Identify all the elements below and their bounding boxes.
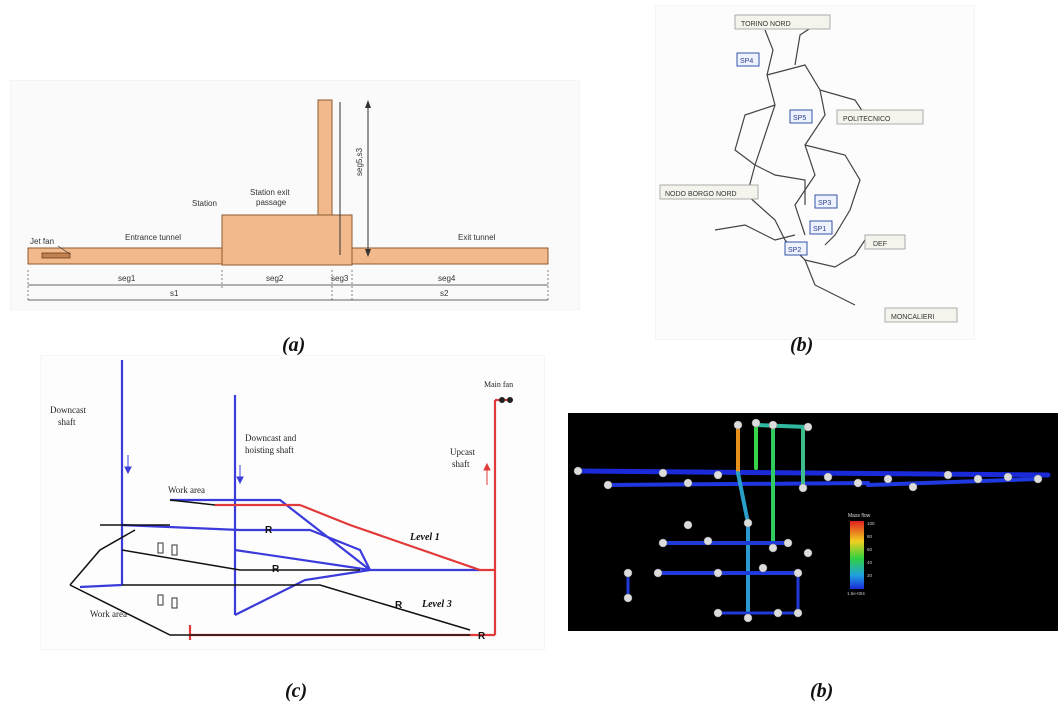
downcast-shaft-label-2: shaft [58,417,76,427]
regulator-r-1: R [265,525,273,536]
entrance-tunnel-label: Entrance tunnel [125,233,181,242]
seg5-label: seg5,s3 [355,147,364,176]
seg1-label: seg1 [118,274,136,283]
seg4-label: seg4 [438,274,456,283]
legend-tick-5: 1.5e-004 [847,591,865,596]
caption-b-bottom: (b) [810,680,834,702]
legend-tick-1: 80 [867,534,873,539]
legend-title: Mass flow [848,513,871,519]
panel-b-3d-flow-render: Mass flow 100 80 60 40 20 1.5e-004 [568,413,1058,631]
legend-tick-0: 100 [867,521,875,526]
downcast-hoisting-label-1: Downcast and [245,433,297,443]
caption-c: (c) [285,680,308,702]
station-box [221,214,353,266]
level-airways [69,499,471,636]
jet-fan [41,252,71,259]
seg2-label: seg2 [266,274,284,283]
downcast-hoisting-label-2: hoisting shaft [245,445,294,455]
s2-label: s2 [440,289,449,298]
exit-tunnel [351,247,549,265]
upcast-shaft-label-2: shaft [452,459,470,469]
jet-fan-label: Jet fan [30,237,54,246]
node-label-torino-nord: TORINO NORD [741,21,791,28]
entrance-tunnel [27,247,223,265]
main-fan-label: Main fan [484,380,513,389]
panel-b-network-map: TORINO NORD POLITECNICO NODO BORGO NORD … [655,5,975,340]
station-box-sp3: SP3 [818,200,831,207]
node-label-nodo-borgo: NODO BORGO NORD [665,191,737,198]
caption-b-top: (b) [790,334,814,356]
regulator-r-4: R [478,631,486,642]
legend-tick-2: 60 [867,547,873,552]
level-1-label: Level 1 [409,532,440,543]
regulator-r-3: R [395,600,403,611]
mass-flow-colorbar [850,521,864,589]
upcast-shaft-label-1: Upcast [450,447,475,457]
flow-nodes [573,418,1043,623]
node-label-def: DEF [873,241,887,248]
legend-tick-3: 40 [867,560,873,565]
caption-a: (a) [282,334,306,356]
node-label-moncalieri: MONCALIERI [891,314,935,321]
level-3-label: Level 3 [421,599,452,610]
panel-c-ventilation-network: Downcast shaft Downcast and hoisting sha… [40,355,545,650]
station-exit-label-line1: Station exit [250,188,290,197]
legend-tick-4: 20 [867,573,873,578]
downcast-shaft-label-1: Downcast [50,405,86,415]
station-box-sp1: SP1 [813,226,826,233]
panel-a-tunnel-diagram: Jet fan Entrance tunnel Station Station … [10,80,580,310]
station-label: Station [192,199,217,208]
work-area-top-label: Work area [168,485,205,495]
exit-tunnel-label: Exit tunnel [458,233,496,242]
station-exit-passage [317,99,333,219]
seg3-label: seg3 [331,274,349,283]
s1-label: s1 [170,289,179,298]
regulator-r-2: R [272,564,280,575]
intake-airways [79,360,480,616]
work-area-bottom-label: Work area [90,609,127,619]
node-label-politecnico: POLITECNICO [843,116,891,123]
station-exit-label-line2: passage [256,198,287,207]
station-box-sp2: SP2 [788,247,801,254]
station-box-sp5: SP5 [793,115,806,122]
station-box-sp4: SP4 [740,58,753,65]
